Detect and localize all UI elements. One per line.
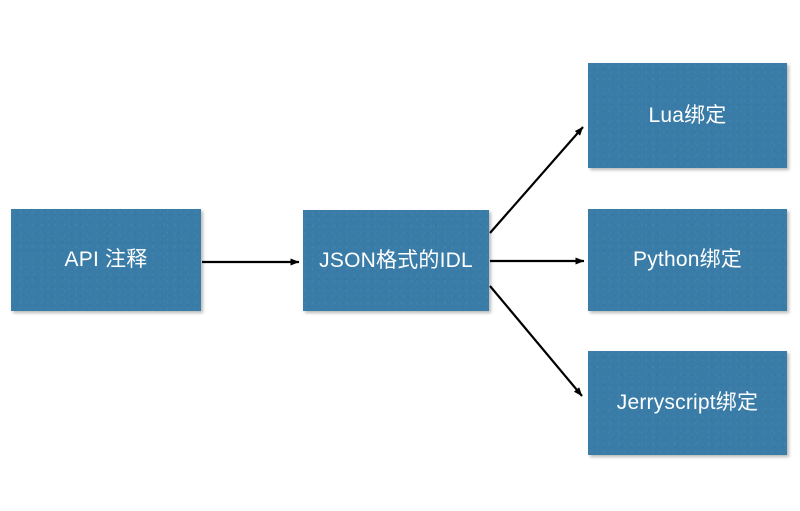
node-python-binding-label: Python绑定 (633, 248, 742, 272)
node-api-annotation[interactable]: API 注释 (11, 209, 201, 311)
edge-idl-to-jerryscript (489, 285, 583, 397)
node-jerryscript-binding[interactable]: Jerryscript绑定 (588, 351, 787, 455)
node-python-binding[interactable]: Python绑定 (588, 209, 787, 311)
edge-idl-to-lua (489, 126, 584, 234)
node-jerryscript-binding-label: Jerryscript绑定 (616, 391, 759, 415)
node-lua-binding[interactable]: Lua绑定 (588, 63, 787, 168)
node-json-idl-label: JSON格式的IDL (319, 248, 473, 272)
node-json-idl[interactable]: JSON格式的IDL (303, 210, 489, 311)
node-api-annotation-label: API 注释 (64, 248, 148, 272)
node-lua-binding-label: Lua绑定 (648, 103, 727, 127)
